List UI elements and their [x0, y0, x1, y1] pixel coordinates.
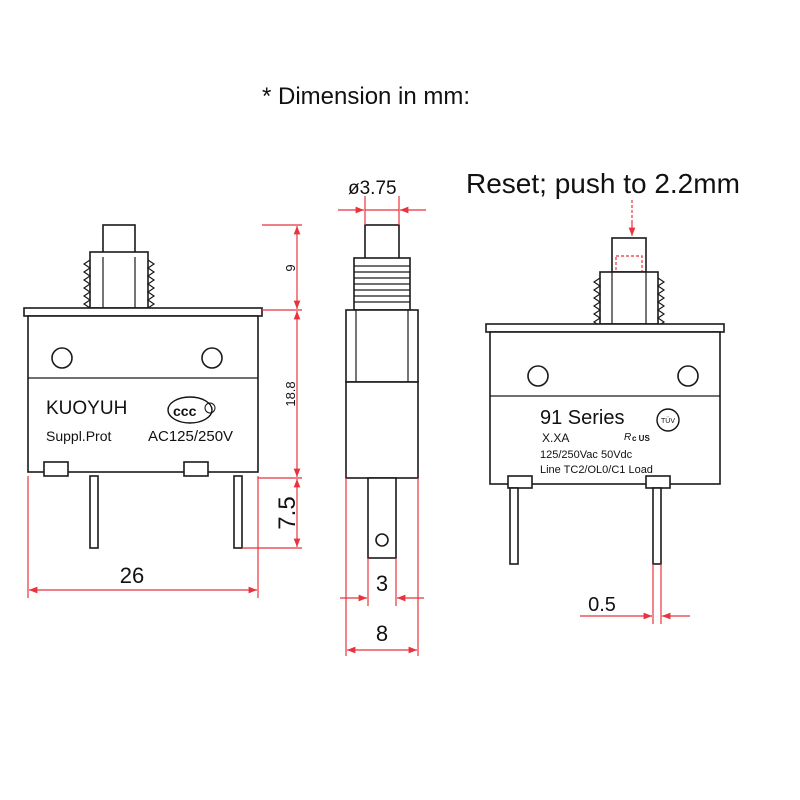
- ccc-mark-icon: ccc: [167, 396, 216, 424]
- rear-rating-label: 125/250Vac 50Vdc: [540, 449, 633, 461]
- series-label: 91 Series: [540, 407, 625, 429]
- side-button-cap: [364, 224, 400, 262]
- front-dimensions: 9 18.8 7.5 26: [27, 224, 302, 598]
- front-view: KUOYUH Suppl.Prot AC125/250V ccc: [23, 224, 263, 549]
- rear-terminal-right: [652, 487, 662, 565]
- side-upper-body: [345, 309, 419, 383]
- front-mount-plate: [23, 307, 263, 317]
- suppl-label: Suppl.Prot: [46, 428, 111, 444]
- rear-threaded-neck: [599, 271, 659, 325]
- side-dimensions: ø3.75 3 8: [338, 178, 426, 656]
- front-rivet-left: [51, 347, 73, 369]
- brand-label: KUOYUH: [46, 398, 127, 419]
- dim-terminal-thickness: 0.5: [588, 594, 616, 616]
- rear-body: [489, 331, 721, 485]
- ul-mark-text: c US: [632, 434, 650, 443]
- dim-body-height: 18.8: [283, 381, 298, 406]
- dim-width: 26: [120, 563, 144, 588]
- front-body: [27, 315, 259, 473]
- dim-terminal-width: 3: [376, 571, 388, 596]
- front-threaded-neck: [89, 251, 149, 309]
- side-lower-body: [345, 381, 419, 479]
- side-view: [345, 224, 419, 559]
- dim-button-height: 9: [283, 264, 298, 271]
- terminals-label: Line TC2/OL0/C1 Load: [540, 464, 653, 476]
- dim-button-diameter: ø3.75: [348, 178, 397, 199]
- reset-note: Reset; push to 2.2mm: [466, 168, 740, 199]
- tuv-mark-text: TÜV: [661, 417, 675, 425]
- rear-dimensions: 0.5: [580, 200, 690, 624]
- rear-mount-plate: [485, 323, 725, 333]
- rear-button-cap: [611, 237, 647, 273]
- rear-terminal-left: [509, 487, 519, 565]
- rating-label: AC125/250V: [148, 428, 233, 445]
- front-rivet-right: [201, 347, 223, 369]
- svg-text:ccc: ccc: [173, 403, 197, 419]
- front-terminal-right: [233, 475, 243, 549]
- rear-view: 91 Series X.XA 125/250Vac 50Vdc Line TC2…: [485, 237, 725, 565]
- model-label: X.XA: [542, 431, 569, 445]
- dim-body-width: 8: [376, 621, 388, 646]
- dimension-note: * Dimension in mm:: [262, 83, 470, 110]
- dim-terminal-length: 7.5: [274, 496, 301, 529]
- tuv-mark-icon: TÜV: [656, 408, 680, 432]
- ul-mark-icon: R c US: [624, 432, 650, 443]
- front-terminal-left: [89, 475, 99, 549]
- svg-text:R: R: [624, 432, 631, 443]
